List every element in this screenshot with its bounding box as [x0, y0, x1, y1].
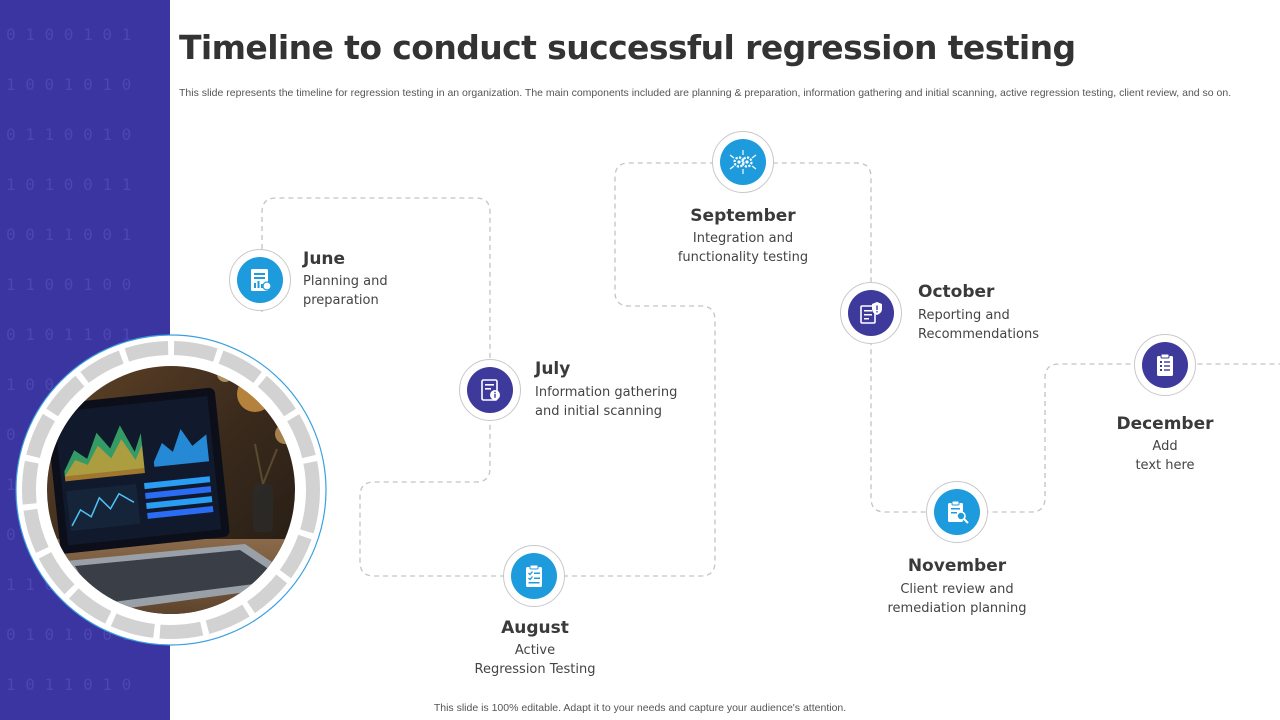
- clipboard-search-icon: [948, 500, 969, 524]
- milestone-november-desc-line2: remediation planning: [887, 601, 1027, 616]
- milestone-july-desc-line1: Information gathering: [535, 385, 678, 400]
- milestone-october-month: October: [918, 282, 995, 302]
- milestone-december-desc-line2: text here: [1135, 458, 1195, 473]
- svg-text:0 0 1 1 0 0 1: 0 0 1 1 0 0 1: [6, 225, 131, 244]
- svg-text:0 1 0 1 1 0 1: 0 1 0 1 1 0 1: [6, 325, 131, 344]
- milestone-october-icon-bg: [848, 290, 894, 336]
- milestone-july-node: [459, 359, 521, 421]
- gears-network-icon: [729, 150, 757, 174]
- svg-text:1 0 0 1 0 1 0: 1 0 0 1 0 1 0: [6, 75, 131, 94]
- svg-text:1 0 1 1 0 1 0: 1 0 1 1 0 1 0: [6, 675, 131, 694]
- footer-note: This slide is 100% editable. Adapt it to…: [433, 702, 847, 714]
- milestone-november-node: [926, 481, 988, 543]
- milestone-november-month: November: [907, 556, 1007, 576]
- laptop-dashboard-image: [15, 334, 327, 650]
- milestone-november-icon-bg: [934, 489, 980, 535]
- milestone-october-desc-line1: Reporting and: [918, 308, 1010, 323]
- report-shield-icon: [860, 302, 882, 324]
- milestone-september-month: September: [690, 206, 796, 226]
- milestone-june-node: [229, 249, 291, 311]
- svg-text:0 1 0 0 1 0 1: 0 1 0 0 1 0 1: [6, 25, 131, 44]
- milestone-august-desc-line2: Regression Testing: [474, 662, 596, 677]
- page-subtitle: This slide represents the timeline for r…: [179, 87, 1232, 99]
- clipboard-checklist-icon: [526, 564, 542, 587]
- svg-text:0 1 1 0 0 1 0: 0 1 1 0 0 1 0: [6, 125, 131, 144]
- svg-text:1 1 0 0 1 0 0: 1 1 0 0 1 0 0: [6, 275, 131, 294]
- checklist-icon: [1157, 353, 1173, 376]
- milestone-september-icon-bg: [720, 139, 766, 185]
- milestone-june-desc-line1: Planning and: [303, 274, 388, 289]
- milestone-october-desc-line2: Recommendations: [918, 327, 1040, 342]
- milestone-december-node: [1134, 334, 1196, 396]
- document-chart-icon: [251, 269, 272, 291]
- milestone-august-month: August: [501, 618, 569, 638]
- info-document-icon: [481, 379, 500, 401]
- milestone-june-desc-line2: preparation: [303, 293, 379, 308]
- svg-text:0 1 0 1 0 0 1: 0 1 0 1 0 0 1: [6, 625, 131, 644]
- milestone-september-desc-line1: Integration and: [692, 231, 794, 246]
- milestone-december-month: December: [1116, 414, 1214, 434]
- milestone-september-desc-line2: functionality testing: [677, 250, 809, 265]
- svg-text:1 0 1 0 0 1 1: 1 0 1 0 0 1 1: [6, 175, 131, 194]
- milestone-october-node: [840, 282, 902, 344]
- page-title: Timeline to conduct successful regressio…: [179, 28, 1076, 67]
- milestone-december-desc-line1: Add: [1152, 439, 1178, 454]
- milestone-august-node: [503, 545, 565, 607]
- milestone-august-desc-line1: Active: [514, 643, 556, 658]
- milestone-june-month: June: [303, 249, 346, 269]
- milestone-july-month: July: [535, 359, 571, 379]
- milestone-july-icon-bg: [467, 367, 513, 413]
- milestone-november-desc-line1: Client review and: [900, 582, 1014, 597]
- milestone-july-desc-line2: and initial scanning: [535, 404, 662, 419]
- milestone-december-icon-bg: [1142, 342, 1188, 388]
- milestone-september-node: [712, 131, 774, 193]
- milestone-august-icon-bg: [511, 553, 557, 599]
- milestone-june-icon-bg: [237, 257, 283, 303]
